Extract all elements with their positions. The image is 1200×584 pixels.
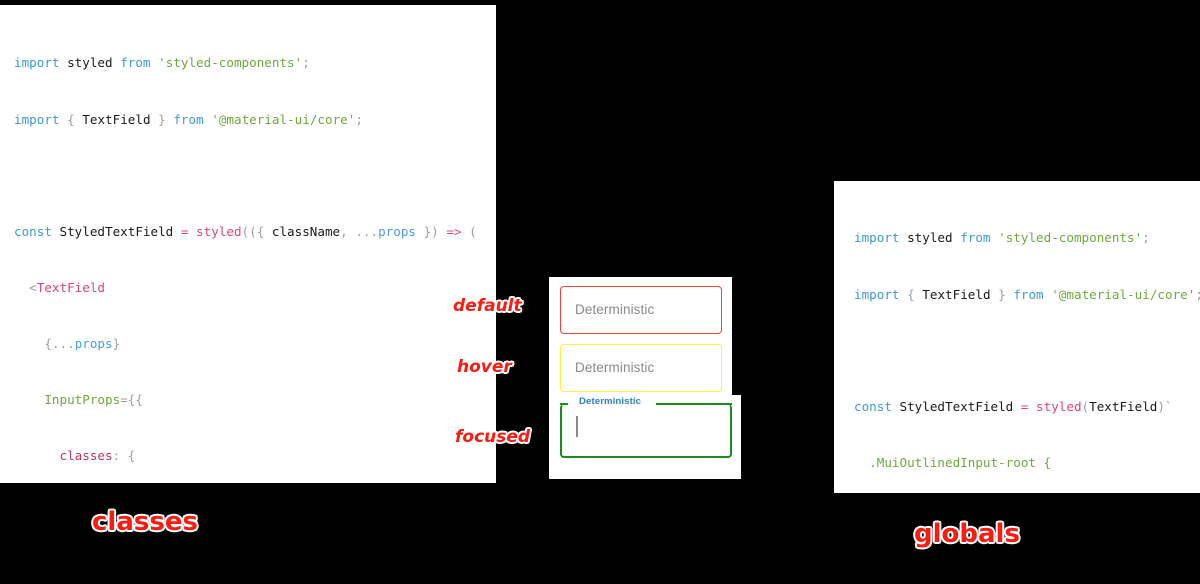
code-line: import { TextField } from '@material-ui/… [854,286,1200,302]
code-line: const StyledTextField = styled(TextField… [854,398,1173,414]
textfield-hover-placeholder: Deterministic [575,360,655,375]
annotation-default: default [453,296,522,316]
code-line: {...props} [44,335,121,351]
code-line: import { TextField } from '@material-ui/… [14,111,363,127]
annotation-focused: focused [455,427,531,447]
outline-notch [560,403,732,405]
textfield-preview-panel: Deterministic Deterministic Deterministi… [549,277,741,479]
code-panel-globals: import styled from 'styled-components'; … [834,181,1200,493]
code-line: import styled from 'styled-components'; [854,230,1150,246]
code-line: const StyledTextField = styled(({ classN… [14,223,477,239]
code-line [854,342,1190,361]
code-line: .MuiOutlinedInput-root { [869,454,1052,470]
caption-classes: classes [92,507,198,537]
textfield-focused[interactable]: Deterministic [560,396,732,458]
code-line: import styled from 'styled-components'; [14,55,310,71]
code-panel-classes: import styled from 'styled-components'; … [0,5,496,483]
code-line: <TextField [29,279,106,295]
code-line: classes: { [59,448,136,464]
code-line [14,167,486,186]
notch-segment-right [656,403,732,405]
annotation-hover: hover [457,357,512,377]
textfield-default[interactable]: Deterministic [560,286,722,334]
text-caret [576,416,578,437]
textfield-default-placeholder: Deterministic [575,302,655,317]
textfield-hover[interactable]: Deterministic [560,344,722,392]
caption-globals: globals [914,519,1020,549]
notch-segment-left [560,403,568,405]
textfield-focused-label: Deterministic [576,396,645,407]
code-line: InputProps={{ [44,392,143,408]
